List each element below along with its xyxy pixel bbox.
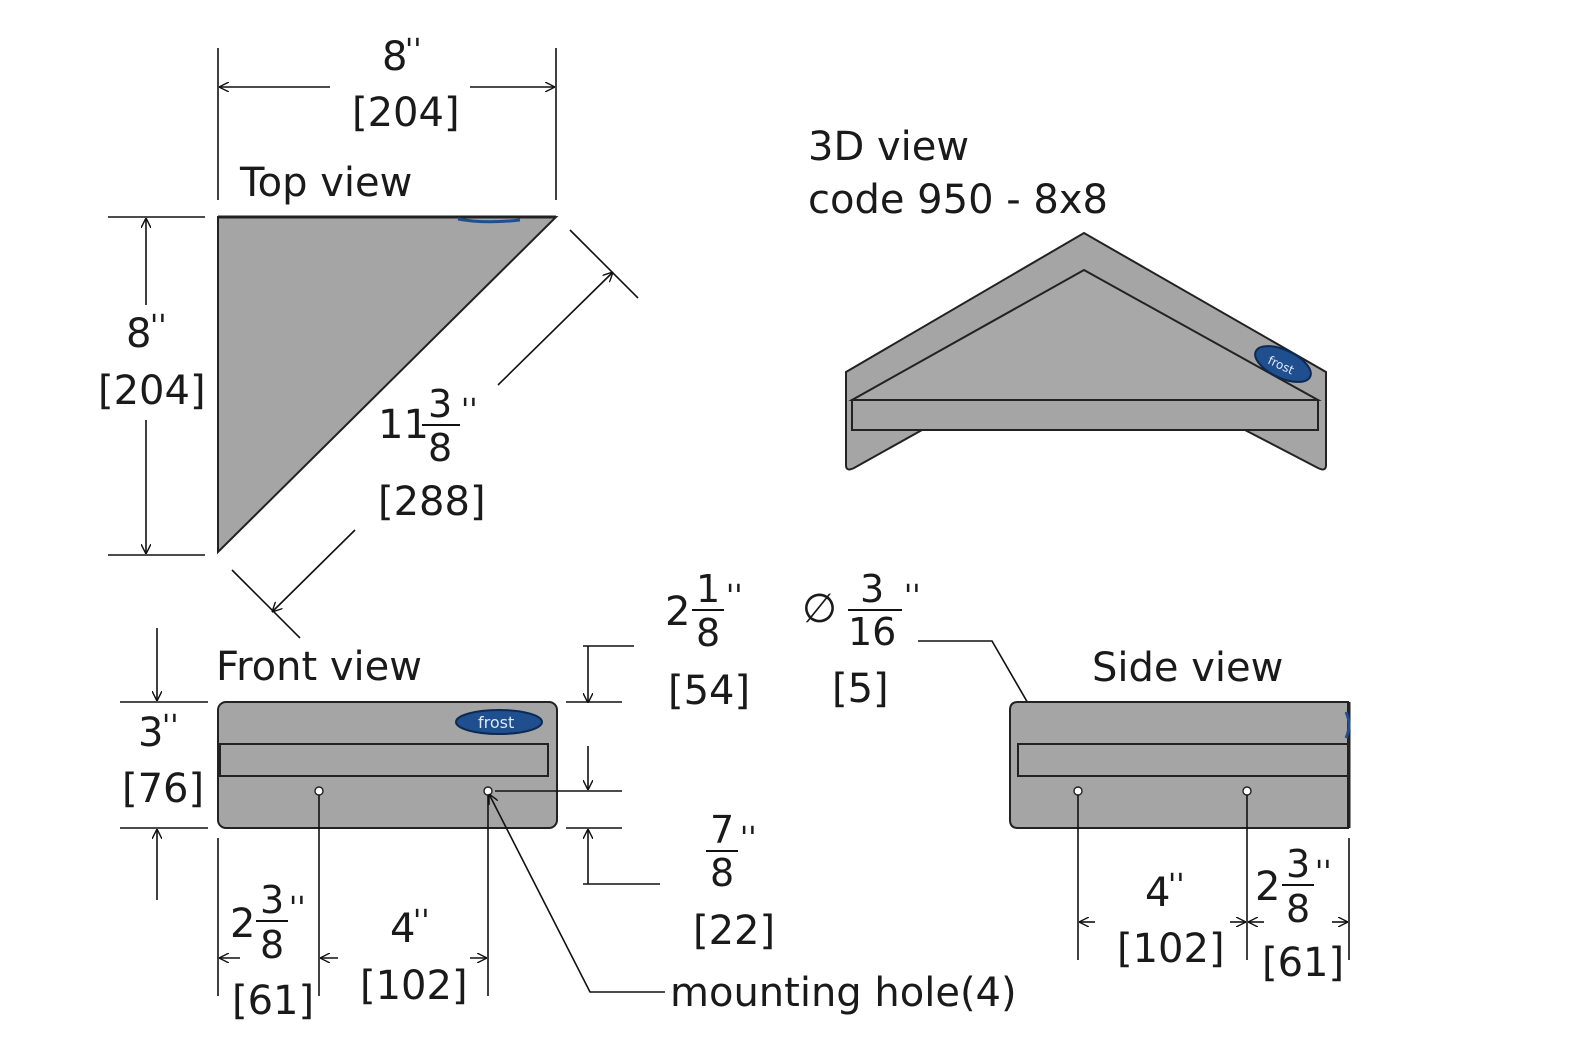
dim-top-width: 8 '' [204] bbox=[217, 33, 557, 200]
dim-front-edge-whole: 2 bbox=[230, 901, 255, 947]
dim-diagonal-den: 8 bbox=[428, 426, 452, 470]
iso-view: 3D view code 950 - 8x8 frost bbox=[808, 124, 1327, 471]
dim-hole-diameter-unit: '' bbox=[904, 579, 921, 614]
iso-logo bbox=[1254, 345, 1312, 383]
side-hole-2 bbox=[1242, 786, 1252, 796]
front-view-logo bbox=[455, 709, 543, 735]
front-hole-2 bbox=[483, 786, 493, 796]
dim-diagonal-metric: [288] bbox=[378, 479, 486, 525]
dim-hole-height-den: 8 bbox=[696, 611, 720, 655]
dim-top-depth-imperial: 8 bbox=[126, 311, 151, 357]
front-view-title: Front view bbox=[216, 644, 422, 690]
dim-side-edge-den: 8 bbox=[1286, 887, 1310, 931]
dim-side-edge-metric: [61] bbox=[1262, 940, 1344, 986]
dim-hole-diameter-num: 3 bbox=[860, 567, 884, 611]
dim-hole-from-bottom-num: 7 bbox=[710, 808, 734, 852]
iso-shelf-lip bbox=[851, 399, 1319, 431]
dim-diagonal: 11 3 8 '' [288] bbox=[231, 229, 639, 639]
dim-front-edge-metric: [61] bbox=[232, 978, 314, 1024]
dim-hole-diameter: ∅ 3 16 '' [5] bbox=[802, 567, 1077, 788]
front-hole-1 bbox=[314, 786, 324, 796]
dim-front-spacing-metric: [102] bbox=[360, 963, 468, 1009]
dim-hole-from-bottom-metric: [22] bbox=[693, 908, 775, 954]
dim-front-edge-den: 8 bbox=[260, 923, 284, 967]
side-view-lip bbox=[1017, 743, 1349, 777]
dim-side-edge-unit: '' bbox=[1315, 855, 1332, 890]
dim-top-depth-unit: '' bbox=[150, 309, 167, 344]
dim-hole-height-whole: 2 bbox=[665, 589, 690, 635]
dim-front-bottom: 2 3 8 '' [61] 4 '' [102] bbox=[217, 795, 489, 1024]
dim-top-width-imperial: 8 bbox=[382, 34, 407, 80]
dim-front-spacing-imperial: 4 bbox=[390, 906, 415, 952]
top-view-logo-edge bbox=[457, 217, 521, 224]
top-view: Top view bbox=[217, 160, 559, 555]
dim-side-edge-whole: 2 bbox=[1255, 864, 1280, 910]
dim-side-spacing-unit: '' bbox=[1168, 868, 1185, 903]
side-view: Side view bbox=[1009, 645, 1351, 829]
iso-view-title: 3D view bbox=[808, 124, 969, 170]
dim-hole-diameter-den: 16 bbox=[848, 610, 896, 654]
dim-hole-height-unit: '' bbox=[726, 579, 743, 614]
dim-side-spacing-metric: [102] bbox=[1117, 926, 1225, 972]
top-view-title: Top view bbox=[239, 160, 412, 206]
dim-hole-from-bottom-unit: '' bbox=[740, 821, 757, 856]
mounting-hole-callout: mounting hole(4) bbox=[488, 794, 1017, 1016]
dim-diagonal-unit: '' bbox=[461, 393, 478, 428]
dim-front-spacing-unit: '' bbox=[413, 904, 430, 939]
dim-diagonal-num: 3 bbox=[428, 382, 452, 426]
dim-side-edge-num: 3 bbox=[1286, 842, 1310, 886]
dim-hole-height: 2 1 8 '' [54] bbox=[495, 567, 750, 792]
dim-front-edge-num: 3 bbox=[260, 878, 284, 922]
front-view-lip bbox=[219, 743, 549, 777]
dim-diagonal-whole: 11 bbox=[378, 402, 429, 448]
dim-top-depth: 8 '' [204] bbox=[98, 216, 206, 556]
dim-side-spacing-imperial: 4 bbox=[1145, 870, 1170, 916]
dim-hole-height-num: 1 bbox=[696, 567, 720, 611]
iso-view-code: code 950 - 8x8 bbox=[808, 177, 1108, 223]
dim-front-height-metric: [76] bbox=[122, 766, 204, 812]
front-view-logo-text: frost bbox=[478, 713, 514, 732]
dim-front-height-imperial: 3 bbox=[138, 710, 163, 756]
dim-hole-diameter-metric: [5] bbox=[832, 666, 889, 712]
dim-top-depth-metric: [204] bbox=[98, 368, 206, 414]
mounting-hole-label: mounting hole(4) bbox=[670, 970, 1017, 1016]
dim-front-height: 3 '' [76] bbox=[120, 628, 208, 900]
dim-hole-height-metric: [54] bbox=[668, 668, 750, 714]
front-view: Front view frost bbox=[216, 644, 558, 829]
side-hole-1 bbox=[1073, 786, 1083, 796]
dim-hole-from-bottom: 7 8 '' [22] bbox=[566, 808, 775, 954]
side-view-title: Side view bbox=[1092, 645, 1283, 691]
dim-front-height-unit: '' bbox=[162, 709, 179, 744]
dim-top-width-unit: '' bbox=[405, 33, 422, 68]
dim-side-bottom: 4 '' [102] 2 3 8 '' [61] bbox=[1077, 795, 1350, 986]
dim-hole-diameter-symbol: ∅ bbox=[802, 586, 837, 632]
dim-front-edge-unit: '' bbox=[289, 891, 306, 926]
dim-top-width-metric: [204] bbox=[352, 90, 460, 136]
dim-hole-from-bottom-den: 8 bbox=[710, 851, 734, 895]
